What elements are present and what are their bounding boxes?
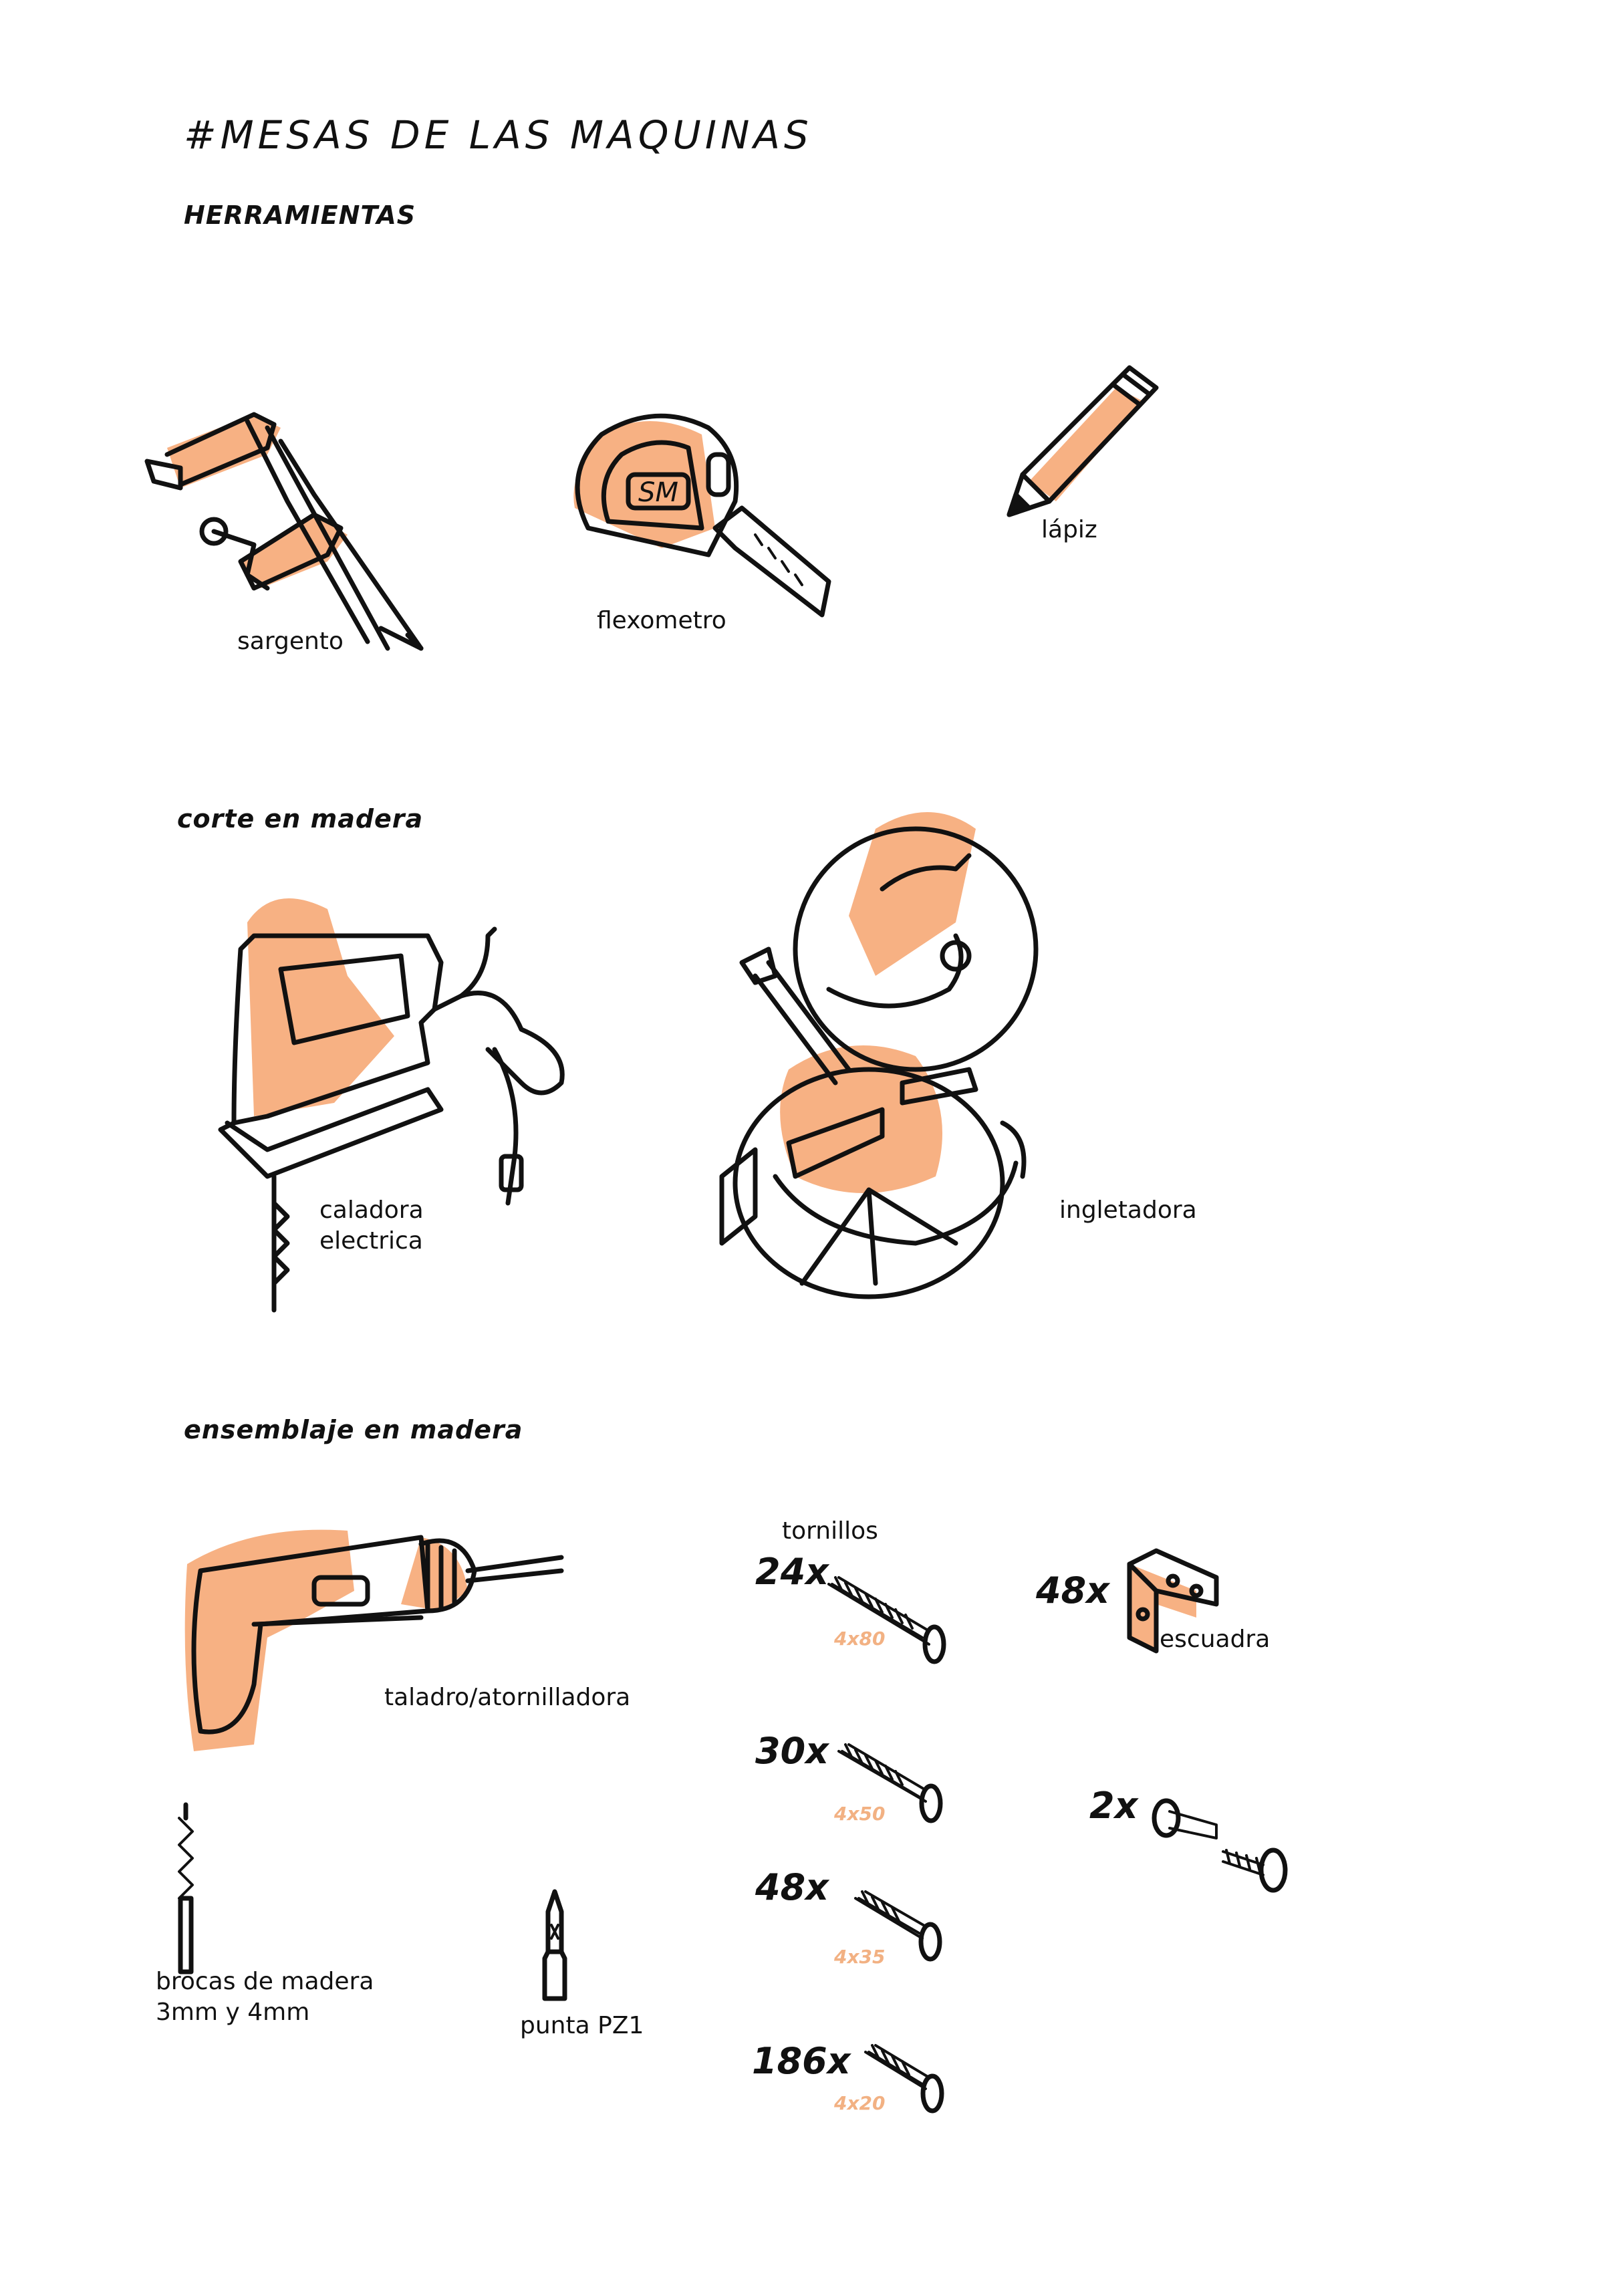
screw-icon <box>837 1743 943 1823</box>
connector-bolt-icon <box>1152 1798 1288 1893</box>
label-sargento: sargento <box>237 628 344 655</box>
jigsaw-icon <box>218 898 565 1313</box>
label-brocas: brocas de madera 3mm y 4mm <box>156 1968 374 2026</box>
screw-icon <box>854 1890 942 1962</box>
drill-bit-icon <box>178 1802 194 1974</box>
page-title: #MESAS DE LAS MAQUINAS <box>184 112 813 158</box>
screw-qty-2: 30x <box>755 1730 829 1772</box>
screw-icon <box>864 2044 944 2114</box>
section-heading-herramientas: HERRAMIENTAS <box>184 201 416 230</box>
screw-qty-4: 186x <box>752 2040 851 2082</box>
clamp-icon <box>144 412 424 651</box>
miter-saw-icon <box>719 812 1039 1299</box>
section-heading-ensamblaje: ensemblaje en madera <box>184 1415 523 1444</box>
screw-icon <box>827 1576 946 1664</box>
screw-size-4: 4x20 <box>834 2092 886 2114</box>
label-punta: punta PZ1 <box>520 2012 644 2039</box>
label-ingletadora: ingletadora <box>1059 1196 1197 1224</box>
escuadra-qty: 48x <box>1036 1569 1109 1612</box>
screw-size-3: 4x35 <box>834 1946 886 1968</box>
label-escuadra: escuadra <box>1160 1626 1271 1653</box>
perno-qty: 2x <box>1089 1785 1138 1827</box>
drill-icon <box>184 1529 564 1751</box>
screw-size-2: 4x50 <box>834 1803 886 1825</box>
tape-measure-icon: SM <box>573 413 831 618</box>
label-tornillos: tornillos <box>782 1517 878 1545</box>
pencil-icon <box>1007 365 1159 517</box>
screwdriver-bit-icon <box>542 1889 567 2001</box>
label-caladora: caladora electrica <box>319 1196 424 1255</box>
screw-qty-3: 48x <box>755 1866 829 1908</box>
label-flexometro: flexometro <box>597 607 726 634</box>
screw-size-1: 4x80 <box>834 1628 886 1650</box>
tape-brand: SM <box>638 477 678 508</box>
label-taladro: taladro/atornilladora <box>384 1684 631 1711</box>
corner-bracket-icon <box>1127 1548 1219 1654</box>
label-lapiz: lápiz <box>1041 516 1097 543</box>
section-heading-corte: corte en madera <box>177 804 424 834</box>
screw-qty-1: 24x <box>755 1551 829 1593</box>
